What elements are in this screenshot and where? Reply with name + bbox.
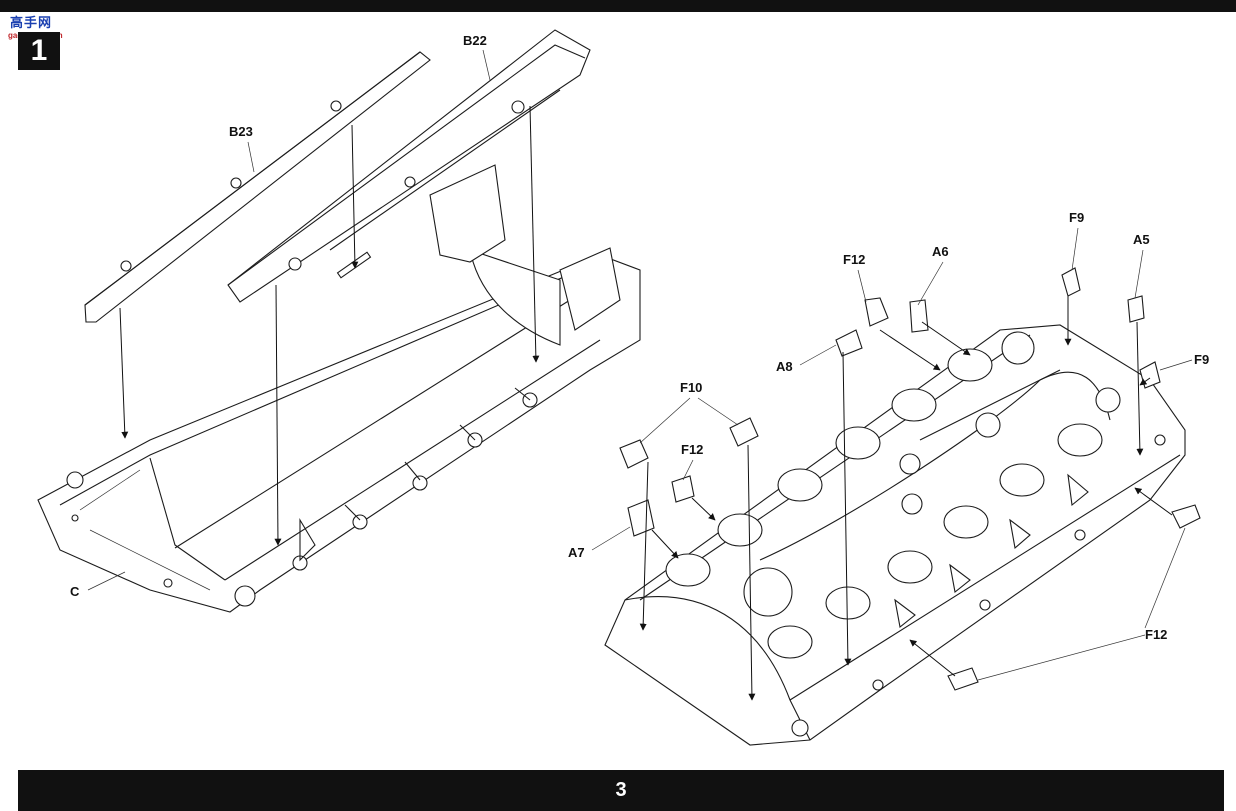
label-b22: B22	[463, 33, 487, 48]
rail-part-b23	[84, 51, 431, 323]
label-a6: A6	[932, 244, 949, 259]
hull-part-c	[37, 164, 641, 613]
step-number-badge: 1	[18, 32, 60, 70]
small-parts	[619, 267, 1201, 691]
label-f12-bottom: F12	[1145, 627, 1167, 642]
label-b23: B23	[229, 124, 253, 139]
page-number: 3	[615, 779, 627, 801]
label-f9-top: F9	[1069, 210, 1084, 225]
assembly-arrows-left	[119, 105, 540, 546]
watermark-text: 高手网	[10, 15, 53, 30]
label-f10: F10	[680, 380, 702, 395]
label-a7: A7	[568, 545, 585, 560]
label-a8: A8	[776, 359, 793, 374]
label-f9-right: F9	[1194, 352, 1209, 367]
upper-hull-body	[604, 324, 1186, 746]
label-f12-mid: F12	[681, 442, 703, 457]
label-f12-top: F12	[843, 252, 865, 267]
label-a5: A5	[1133, 232, 1150, 247]
top-border-bar	[0, 0, 1236, 12]
label-leader-lines	[87, 49, 1193, 681]
assembly-arrows-right	[639, 296, 1173, 701]
footer-bar: 3	[18, 770, 1224, 811]
label-c: C	[70, 584, 80, 599]
